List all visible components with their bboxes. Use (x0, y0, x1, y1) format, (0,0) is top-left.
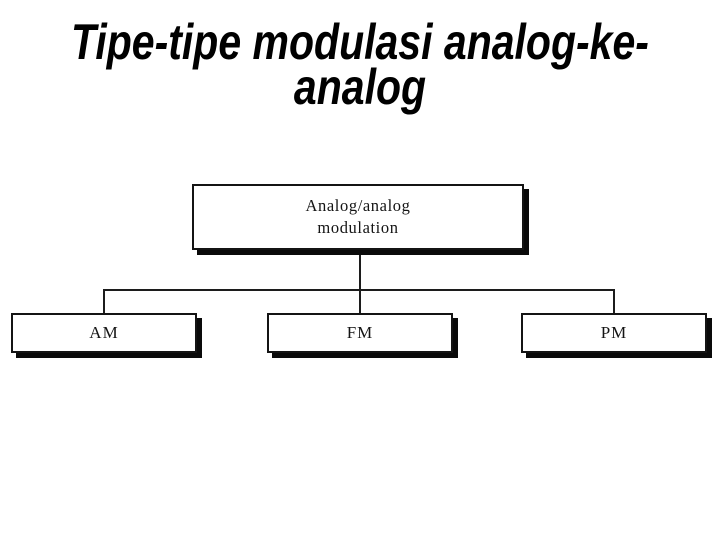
root-box-label-line-1: Analog/analog (305, 196, 411, 215)
diagram-box-fm: FM (267, 313, 453, 353)
slide-title-line-2: analog (293, 59, 427, 115)
diagram-box-am: AM (11, 313, 197, 353)
root-box-label-line-2: modulation (317, 218, 399, 237)
am-box-label: AM (89, 323, 119, 342)
slide-title-line-1: Tipe-tipe modulasi analog-ke- (71, 14, 649, 70)
connector-root-vertical (359, 250, 361, 313)
connector-pm-vertical (613, 291, 615, 313)
fm-box-label: FM (346, 323, 374, 342)
connector-horizontal-bus (103, 289, 615, 291)
slide-title: Tipe-tipe modulasi analog-ke- analog (65, 14, 655, 115)
diagram-box-pm: PM (521, 313, 707, 353)
pm-box-label: PM (600, 323, 628, 342)
connector-am-vertical (103, 291, 105, 313)
diagram-box-analog-analog-modulation: Analog/analog modulation (192, 184, 524, 250)
